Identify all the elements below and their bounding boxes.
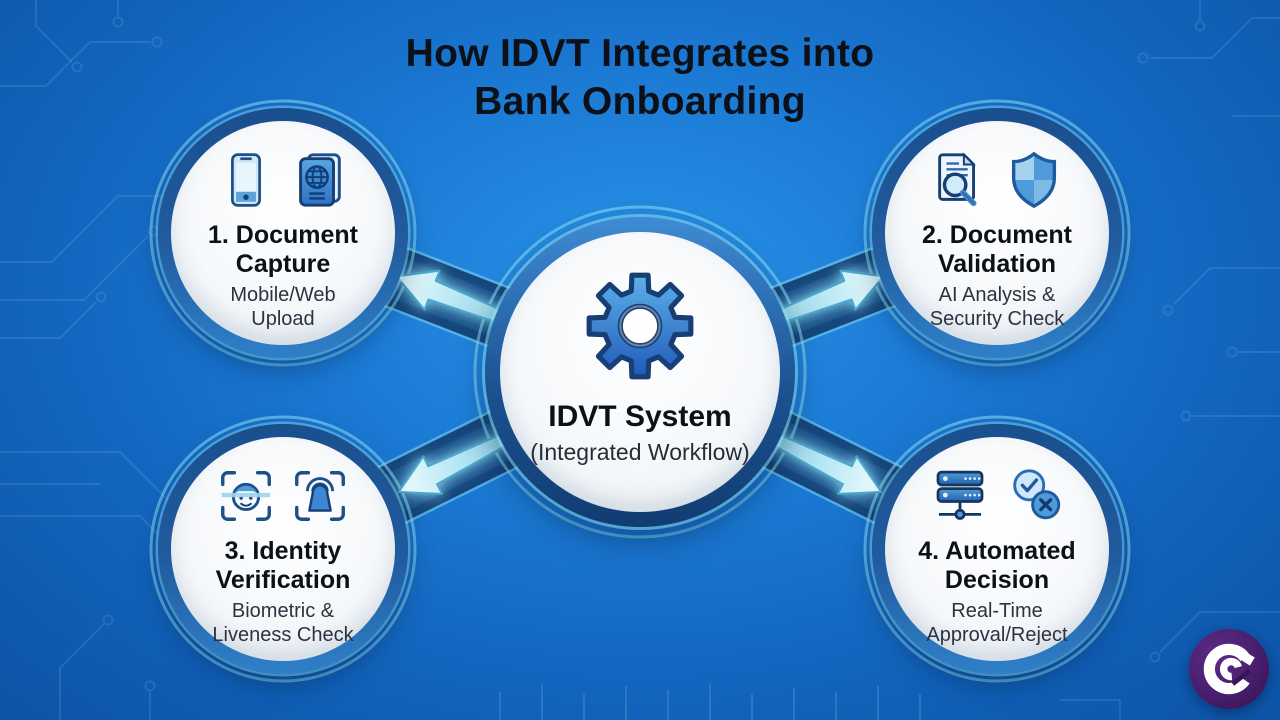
- node-4-title-line2: Decision: [944, 565, 1050, 594]
- node-2-title-line2: Validation: [937, 249, 1057, 278]
- node-2-subtitle-line1: AI Analysis &: [938, 284, 1056, 306]
- node-4-icons: [927, 463, 1067, 529]
- brand-logo: [1189, 629, 1269, 709]
- center-node-subtitle: (Integrated Workflow): [530, 439, 750, 465]
- center-node-title: IDVT System: [548, 400, 732, 433]
- node-4-face: 4. Automated Decision Real-Time Approval…: [885, 437, 1109, 661]
- node-1-subtitle-line1: Mobile/Web: [230, 284, 336, 306]
- arrow-to-node-4: [763, 418, 892, 512]
- center-node: IDVT System (Integrated Workflow): [485, 217, 795, 527]
- node-document-validation: 2. Document Validation AI Analysis & Sec…: [872, 108, 1122, 358]
- node-2-icons: [929, 147, 1065, 213]
- passport-icon: [299, 153, 341, 207]
- node-1-title: 1. Document Capture: [208, 221, 358, 278]
- face-scan-icon: [221, 471, 271, 521]
- brand-logo-glyph: [1203, 643, 1255, 695]
- node-3-icons: [215, 463, 351, 529]
- server-rack-icon: [936, 470, 984, 520]
- node-2-title-line1: 2. Document: [921, 221, 1073, 249]
- node-1-title-line1: 1. Document: [207, 221, 359, 249]
- node-automated-decision: 4. Automated Decision Real-Time Approval…: [872, 424, 1122, 674]
- node-2-subtitle: AI Analysis & Security Check: [930, 283, 1065, 331]
- page-title-line2: Bank Onboarding: [474, 80, 806, 124]
- node-4-title-line1: 4. Automated: [918, 537, 1076, 565]
- node-4-subtitle-line2: Approval/Reject: [926, 624, 1068, 646]
- gear-icon: [586, 272, 694, 380]
- node-1-face: 1. Document Capture Mobile/Web Upload: [171, 121, 395, 345]
- node-3-subtitle-line1: Biometric &: [231, 600, 335, 622]
- node-3-title-line2: Verification: [215, 565, 351, 594]
- node-3-subtitle-line2: Liveness Check: [212, 624, 354, 646]
- node-2-title: 2. Document Validation: [922, 221, 1072, 278]
- node-1-subtitle-line2: Upload: [251, 308, 315, 330]
- node-1-icons: [217, 147, 349, 213]
- node-identity-verification: 3. Identity Verification Biometric & Liv…: [158, 424, 408, 674]
- center-node-face: IDVT System (Integrated Workflow): [500, 232, 780, 512]
- approve-reject-icon: [1013, 469, 1061, 520]
- center-node-icons: [580, 266, 700, 386]
- node-1-title-line2: Capture: [235, 249, 331, 278]
- node-3-title: 3. Identity Verification: [216, 537, 351, 594]
- node-4-title: 4. Automated Decision: [918, 537, 1075, 594]
- node-document-capture: 1. Document Capture Mobile/Web Upload: [158, 108, 408, 358]
- node-1-subtitle: Mobile/Web Upload: [230, 283, 335, 331]
- node-4-subtitle: Real-Time Approval/Reject: [926, 599, 1067, 647]
- node-2-face: 2. Document Validation AI Analysis & Sec…: [885, 121, 1109, 345]
- arrow-to-node-3: [388, 418, 517, 512]
- page-title: How IDVT Integrates into Bank Onboarding: [0, 30, 1280, 127]
- node-2-subtitle-line2: Security Check: [929, 308, 1065, 330]
- liveness-scan-icon: [295, 471, 345, 521]
- shield-icon: [1011, 151, 1057, 209]
- smartphone-icon: [231, 153, 261, 207]
- page-title-line1: How IDVT Integrates into: [405, 32, 875, 75]
- document-search-icon: [938, 152, 977, 207]
- node-3-subtitle: Biometric & Liveness Check: [212, 599, 353, 647]
- node-4-subtitle-line1: Real-Time: [951, 600, 1043, 622]
- node-3-title-line1: 3. Identity: [224, 537, 342, 565]
- node-3-face: 3. Identity Verification Biometric & Liv…: [171, 437, 395, 661]
